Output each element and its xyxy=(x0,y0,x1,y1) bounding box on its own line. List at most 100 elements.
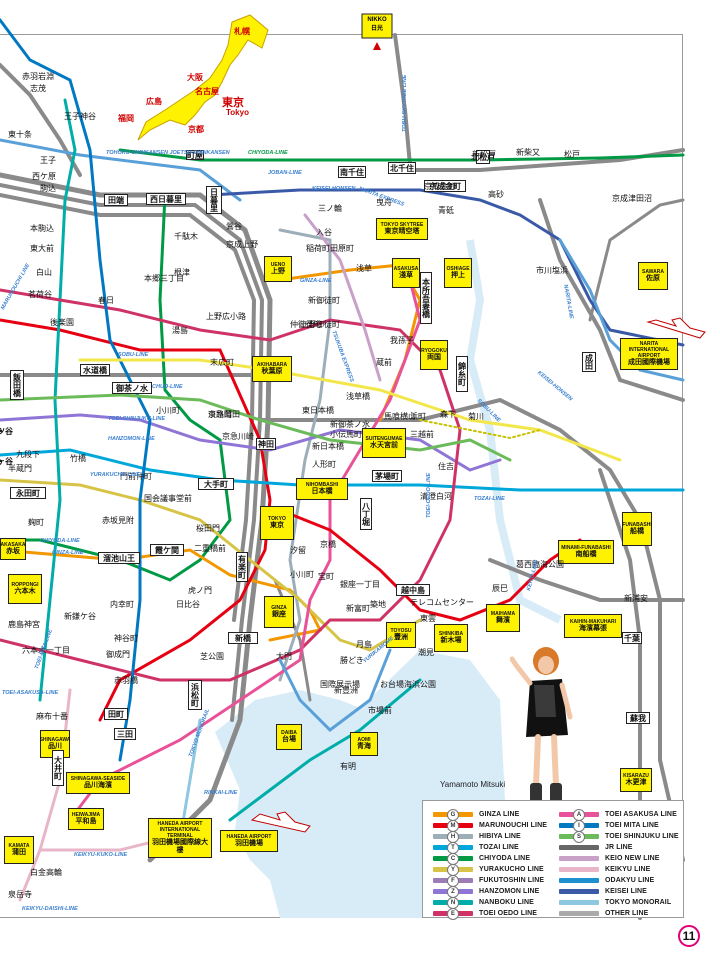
transfer-station-box[interactable]: 八丁堀 xyxy=(360,498,372,530)
station-label[interactable]: 門前仲町 xyxy=(120,472,152,481)
transfer-station-box[interactable]: 御茶ノ水 xyxy=(112,382,152,394)
transfer-station-box[interactable]: 新橋 xyxy=(228,632,258,644)
station-label[interactable]: 虎ノ門 xyxy=(188,586,212,595)
station-label[interactable]: 小川町 xyxy=(290,570,314,579)
station-label[interactable]: 神谷町 xyxy=(114,634,138,643)
transfer-station-box[interactable]: 北千住 xyxy=(388,162,416,174)
station-label[interactable]: 葛西臨海公園 xyxy=(516,560,564,569)
station-label[interactable]: 新浦安 xyxy=(624,594,648,603)
transfer-station-box[interactable]: 飯田橋 xyxy=(10,370,24,400)
station-label[interactable]: 青砥 xyxy=(438,206,454,215)
transfer-station-box[interactable]: 四ツ谷 xyxy=(0,426,13,436)
transfer-station-box[interactable]: 町屋 xyxy=(186,150,204,160)
transfer-station-box[interactable]: 田町 xyxy=(104,708,128,720)
station-label[interactable]: 我孫子 xyxy=(390,336,414,345)
station-label[interactable]: 新鎌ケ谷 xyxy=(64,612,96,621)
station-label[interactable]: 宝町 xyxy=(318,572,334,581)
station-label[interactable]: 市川塩浜 xyxy=(536,266,568,275)
station-label[interactable]: 潮見 xyxy=(418,648,434,657)
station-label[interactable]: 新御徒町 xyxy=(308,296,340,305)
station-label[interactable]: 春日 xyxy=(98,296,114,305)
station-label[interactable]: 東雲 xyxy=(420,614,436,623)
station-label[interactable]: 新富町 xyxy=(346,604,370,613)
station-label[interactable]: 日比谷 xyxy=(176,600,200,609)
station-label[interactable]: 本郷三丁目 xyxy=(144,274,184,283)
station-label[interactable]: 麹町 xyxy=(28,518,44,527)
station-label[interactable]: 新柴又 xyxy=(516,148,540,157)
transfer-station-box[interactable]: 大手町 xyxy=(198,478,234,490)
transfer-station-box[interactable]: 南千住 xyxy=(338,166,366,178)
station-label[interactable]: 汐留 xyxy=(290,546,306,555)
station-label[interactable]: 浜町 xyxy=(410,412,426,421)
station-label[interactable]: 浅草橋 xyxy=(346,392,370,401)
station-label[interactable]: 京成上野 xyxy=(226,240,258,249)
station-label[interactable]: 住吉 xyxy=(438,462,454,471)
transfer-station-box[interactable]: 本所吾妻橋 xyxy=(420,272,432,324)
station-label[interactable]: 小伝馬町 xyxy=(330,430,362,439)
station-label[interactable]: お台場海浜公園 xyxy=(380,680,436,689)
station-label[interactable]: 国会議事堂前 xyxy=(144,494,192,503)
station-label[interactable]: 本駒込 xyxy=(30,224,54,233)
station-label[interactable]: 湯島 xyxy=(172,326,188,335)
station-label[interactable]: 末広町 xyxy=(210,358,234,367)
transfer-station-box[interactable]: 日暮里 xyxy=(206,186,222,214)
station-label[interactable]: 東十条 xyxy=(8,130,32,139)
station-label[interactable]: 麻布十番 xyxy=(36,712,68,721)
station-label[interactable]: 根津 xyxy=(174,268,190,277)
station-label[interactable]: テレコムセンター xyxy=(410,598,474,607)
station-label[interactable]: 浅草 xyxy=(356,264,372,273)
station-label[interactable]: 森下 xyxy=(440,410,456,419)
station-label[interactable]: 上野御徒町 xyxy=(300,320,340,329)
station-label[interactable]: 京橋 xyxy=(320,540,336,549)
station-label[interactable]: 三越前 xyxy=(410,430,434,439)
station-label[interactable]: 京成津田沼 xyxy=(612,194,652,203)
station-label[interactable]: 稲荷町 xyxy=(306,244,330,253)
transfer-station-box[interactable]: 蘇我 xyxy=(626,712,650,724)
station-label[interactable]: 赤坂見附 xyxy=(102,516,134,525)
station-label[interactable]: 東大前 xyxy=(30,244,54,253)
station-label[interactable]: 千駄木 xyxy=(174,232,198,241)
transfer-station-box[interactable]: 錦糸町 xyxy=(456,356,468,392)
transfer-station-box[interactable]: 成田 xyxy=(582,352,596,372)
station-label[interactable]: 芝公園 xyxy=(200,652,224,661)
station-label[interactable]: 菊川 xyxy=(468,412,484,421)
transfer-station-box[interactable]: 千葉 xyxy=(622,632,642,644)
station-label[interactable]: 西ケ原 xyxy=(32,172,56,181)
station-label[interactable]: 高砂 xyxy=(488,190,504,199)
station-label[interactable]: 赤羽岩淵 xyxy=(22,72,54,81)
station-label[interactable]: 王子神谷 xyxy=(64,112,96,121)
station-label[interactable]: 志茂 xyxy=(30,84,46,93)
station-label[interactable]: 馬喰横山 xyxy=(384,412,416,421)
station-label[interactable]: 桜田門 xyxy=(196,524,220,533)
station-label[interactable]: 国際展示場 xyxy=(320,680,360,689)
station-label[interactable]: 田原町 xyxy=(330,244,354,253)
station-label[interactable]: 新松戸 xyxy=(472,150,496,159)
station-label[interactable]: 鶯谷 xyxy=(226,222,242,231)
station-label[interactable]: 大門 xyxy=(276,652,292,661)
station-label[interactable]: 辰巳 xyxy=(492,584,508,593)
station-label[interactable]: 御成門 xyxy=(106,650,130,659)
transfer-station-box[interactable]: 神田 xyxy=(256,438,276,450)
station-label[interactable]: 入谷 xyxy=(316,228,332,237)
station-label[interactable]: 内幸町 xyxy=(110,600,134,609)
station-label[interactable]: 淡路町 xyxy=(208,410,232,419)
transfer-station-box[interactable]: 浜松町 xyxy=(188,680,202,710)
station-label[interactable]: 王子 xyxy=(40,156,56,165)
transfer-station-box[interactable]: 西日暮里 xyxy=(146,193,186,205)
